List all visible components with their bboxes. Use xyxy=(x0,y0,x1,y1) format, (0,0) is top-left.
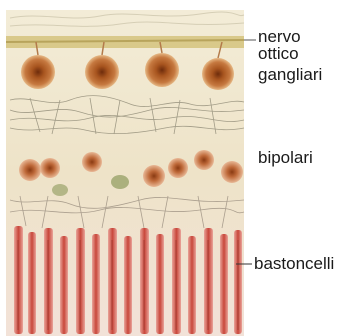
label-nervo: nervo xyxy=(258,28,301,45)
bipolar-cell xyxy=(221,161,243,183)
ganglion-cell xyxy=(21,55,55,89)
rod-cell xyxy=(220,234,228,334)
ganglion-cell xyxy=(85,55,119,89)
rod-cell xyxy=(204,228,213,334)
label-bastoncelli: bastoncelli xyxy=(254,255,334,272)
ganglion-cell xyxy=(202,58,234,90)
bipolar-cell xyxy=(143,165,165,187)
rod-cell xyxy=(28,232,36,334)
bipolar-cell xyxy=(40,158,60,178)
rod-cell xyxy=(60,236,68,334)
bipolar-cell xyxy=(194,150,214,170)
rod-cell xyxy=(140,228,149,334)
rod-cell xyxy=(76,228,85,334)
label-ottico: ottico xyxy=(258,45,299,62)
rod-cell xyxy=(172,228,181,334)
rod-cell xyxy=(108,228,117,334)
bipolar-cell xyxy=(111,175,129,189)
label-bipolari: bipolari xyxy=(258,149,313,166)
rod-cell xyxy=(92,234,100,334)
rod-cell xyxy=(44,228,53,334)
label-gangliari: gangliari xyxy=(258,66,322,83)
rod-cell xyxy=(156,234,164,334)
bipolar-cell xyxy=(168,158,188,178)
ganglion-cell xyxy=(145,53,179,87)
bipolar-cell xyxy=(19,159,41,181)
bipolar-cell xyxy=(82,152,102,172)
bipolar-cell xyxy=(52,184,68,196)
rod-cell xyxy=(188,236,196,334)
rod-cell xyxy=(124,236,132,334)
rod-cell xyxy=(14,226,23,334)
